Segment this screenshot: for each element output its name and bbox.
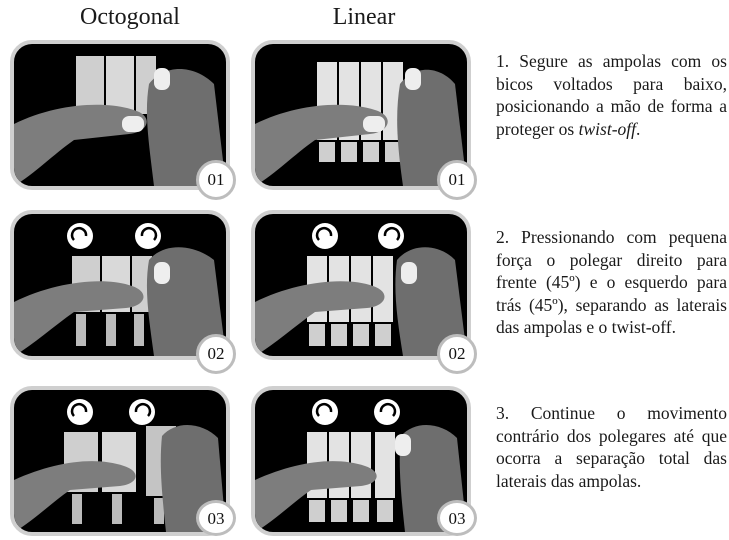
instruction-step-1-end: . bbox=[636, 118, 641, 139]
column-title-linear: Linear bbox=[332, 4, 396, 30]
step-badge-linear-1: 01 bbox=[437, 160, 477, 200]
instruction-step-2: 2. Pressionando com pequena força o pole… bbox=[496, 227, 727, 337]
ampoules-separating-octogonal-illustration bbox=[14, 399, 226, 532]
illustration-linear-step1 bbox=[251, 40, 471, 190]
instruction-step-1-text: 1. Segure as ampolas com os bicos voltad… bbox=[496, 51, 727, 139]
step-badge-octogonal-1: 01 bbox=[196, 160, 236, 200]
step-badge-linear-2: 02 bbox=[437, 334, 477, 374]
instruction-step-1: 1. Segure as ampolas com os bicos voltad… bbox=[496, 50, 727, 140]
instruction-step-3: 3. Continue o movimento contrário dos po… bbox=[496, 403, 727, 491]
column-title-octogonal: Octogonal bbox=[80, 4, 180, 30]
illustration-octogonal-step1 bbox=[10, 40, 230, 190]
illustration-linear-step3 bbox=[251, 386, 471, 536]
ampoules-separating-linear-illustration bbox=[255, 399, 467, 532]
thumbs-pressing-linear-illustration bbox=[255, 223, 467, 356]
illustration-octogonal-step2 bbox=[10, 210, 230, 360]
thumbs-pressing-octogonal-illustration bbox=[14, 223, 226, 356]
illustration-octogonal-step3 bbox=[10, 386, 230, 536]
step-badge-octogonal-2: 02 bbox=[196, 334, 236, 374]
instruction-step-1-emphasis: twist-off bbox=[578, 118, 636, 139]
hand-holding-linear-ampoules-illustration bbox=[255, 62, 467, 186]
step-badge-octogonal-3: 03 bbox=[196, 500, 236, 536]
illustration-linear-step2 bbox=[251, 210, 471, 360]
step-badge-linear-3: 03 bbox=[437, 500, 477, 536]
hand-holding-octogonal-ampoules-illustration bbox=[14, 56, 226, 186]
